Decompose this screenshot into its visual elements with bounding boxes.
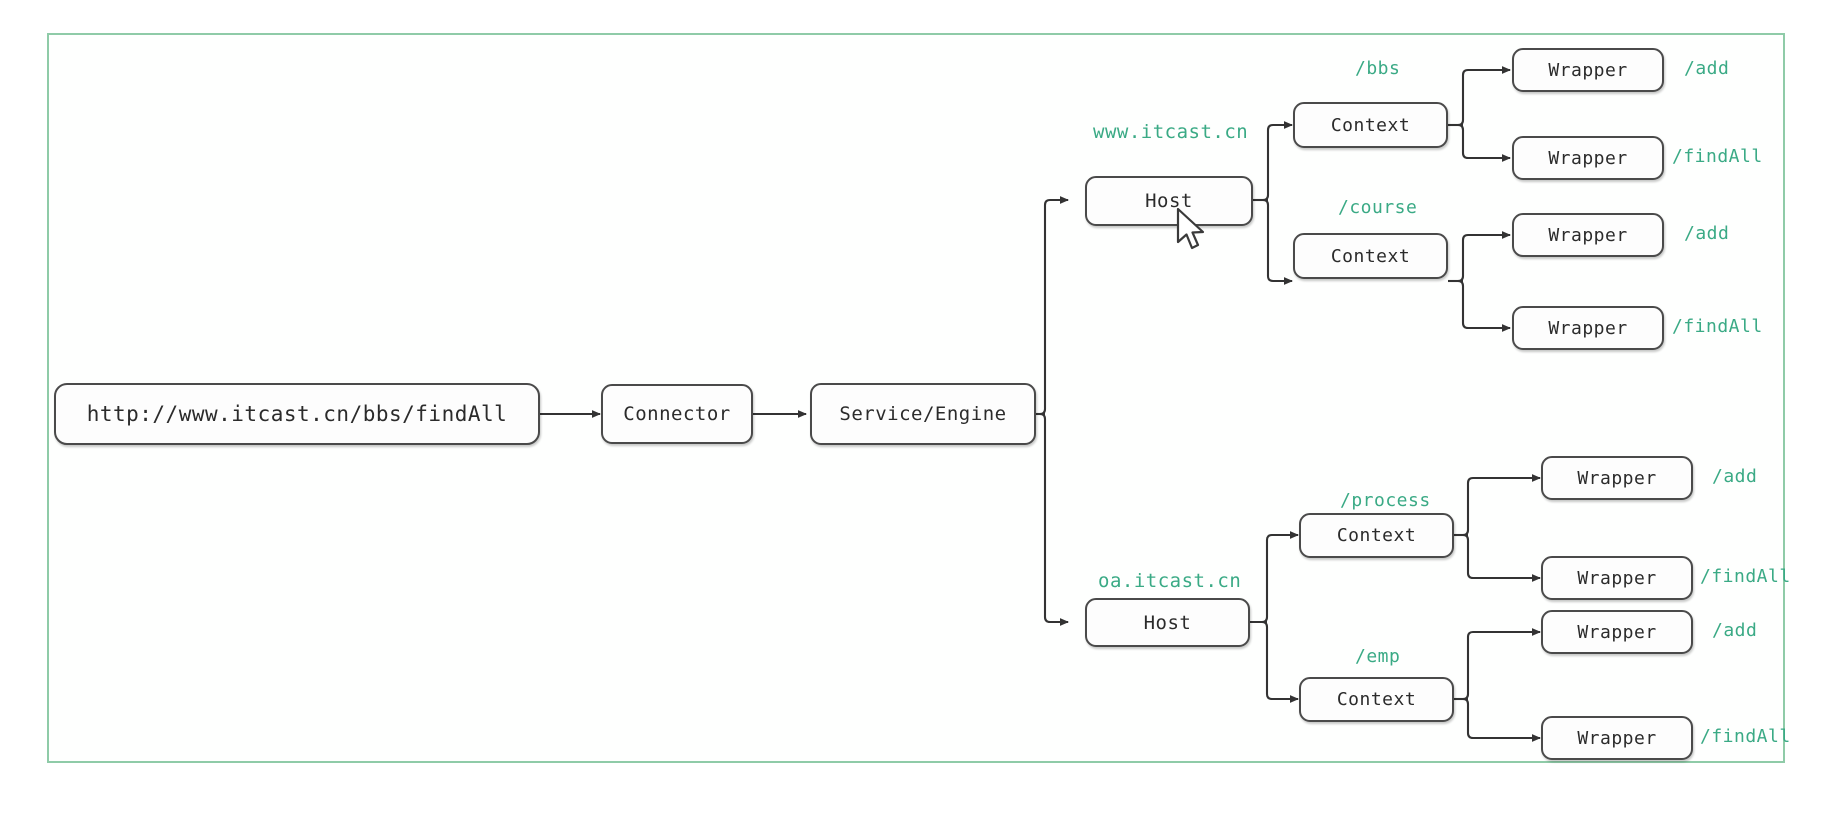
wrapper-path-course-findall: /findAll	[1672, 316, 1763, 337]
mouse-cursor-icon	[1176, 208, 1205, 250]
wrapper-node-course-findall[interactable]: Wrapper	[1512, 306, 1664, 350]
context-node-process[interactable]: Context	[1299, 513, 1454, 558]
host-node-oa[interactable]: Host	[1085, 598, 1250, 647]
wrapper-path-process-add: /add	[1712, 466, 1758, 487]
host-label-oa: oa.itcast.cn	[1098, 570, 1242, 592]
context-node-bbs[interactable]: Context	[1293, 102, 1448, 148]
context-path-bbs: /bbs	[1355, 58, 1401, 79]
service-engine-node[interactable]: Service/Engine	[810, 383, 1036, 445]
wrapper-node-process-findall[interactable]: Wrapper	[1541, 556, 1693, 600]
context-node-emp[interactable]: Context	[1299, 677, 1454, 722]
request-url-node[interactable]: http://www.itcast.cn/bbs/findAll	[54, 383, 540, 445]
context-path-course: /course	[1338, 197, 1418, 218]
wrapper-node-course-add[interactable]: Wrapper	[1512, 213, 1664, 257]
connector-node[interactable]: Connector	[601, 384, 753, 444]
context-path-process: /process	[1340, 490, 1431, 511]
wrapper-path-bbs-findall: /findAll	[1672, 146, 1763, 167]
wrapper-path-process-findall: /findAll	[1700, 566, 1791, 587]
wrapper-node-process-add[interactable]: Wrapper	[1541, 456, 1693, 500]
context-path-emp: /emp	[1355, 646, 1401, 667]
host-label-www: www.itcast.cn	[1093, 121, 1249, 143]
host-node-www[interactable]: Host	[1085, 176, 1253, 226]
wrapper-path-bbs-add: /add	[1684, 58, 1730, 79]
context-node-course[interactable]: Context	[1293, 233, 1448, 279]
wrapper-path-emp-add: /add	[1712, 620, 1758, 641]
wrapper-node-emp-findall[interactable]: Wrapper	[1541, 716, 1693, 760]
wrapper-node-bbs-findall[interactable]: Wrapper	[1512, 136, 1664, 180]
wrapper-node-emp-add[interactable]: Wrapper	[1541, 610, 1693, 654]
wrapper-node-bbs-add[interactable]: Wrapper	[1512, 48, 1664, 92]
wrapper-path-emp-findall: /findAll	[1700, 726, 1791, 747]
wrapper-path-course-add: /add	[1684, 223, 1730, 244]
